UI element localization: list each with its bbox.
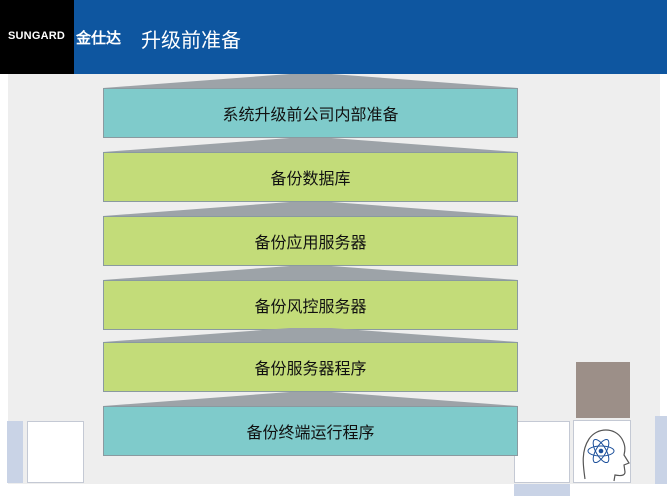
step-label: 系统升级前公司内部准备 xyxy=(222,105,399,124)
decor-square xyxy=(7,421,23,483)
step-label: 备份数据库 xyxy=(270,169,351,188)
connector xyxy=(103,74,518,88)
page-title: 升级前准备 xyxy=(141,28,241,52)
decor-square xyxy=(514,484,570,496)
decor-square xyxy=(27,421,84,483)
process-step: 备份终端运行程序 xyxy=(103,406,518,456)
connector xyxy=(103,266,518,280)
connector xyxy=(103,392,518,406)
logo-block xyxy=(0,0,74,74)
step-label: 备份风控服务器 xyxy=(254,297,367,316)
process-step: 备份服务器程序 xyxy=(103,342,518,392)
header-bar: SUNGARD 金仕达 升级前准备 xyxy=(0,0,667,74)
connector xyxy=(103,328,518,342)
step-label: 备份服务器程序 xyxy=(254,359,367,378)
decor-strip xyxy=(655,416,667,484)
step-label: 备份应用服务器 xyxy=(254,233,367,252)
brand-name-en: SUNGARD xyxy=(8,30,66,42)
connector xyxy=(103,202,518,216)
decor-square xyxy=(514,421,570,483)
decor-square xyxy=(576,362,630,418)
brand-name-cn: 金仕达 xyxy=(76,29,122,47)
process-step: 备份数据库 xyxy=(103,152,518,202)
connector xyxy=(103,138,518,152)
atom-head-icon xyxy=(582,429,630,482)
process-step: 备份风控服务器 xyxy=(103,280,518,330)
process-step: 系统升级前公司内部准备 xyxy=(103,88,518,138)
step-label: 备份终端运行程序 xyxy=(246,423,375,442)
process-step: 备份应用服务器 xyxy=(103,216,518,266)
